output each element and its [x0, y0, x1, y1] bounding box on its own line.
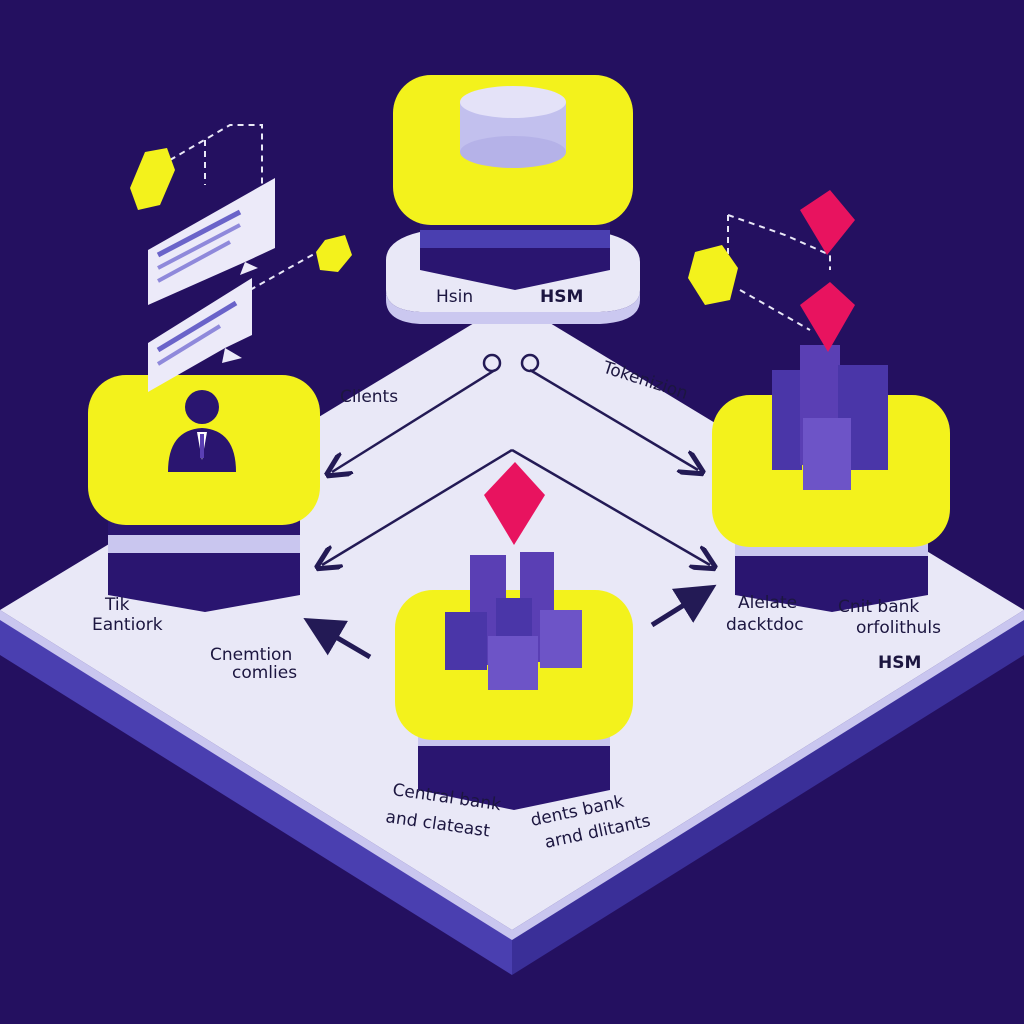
- pink-diamond-pin-icon: [484, 190, 855, 545]
- hex-marker-3: [688, 245, 738, 305]
- document-card-icon: [148, 178, 275, 392]
- arrow-center-to-left: [322, 448, 513, 565]
- label-clients: Clients: [340, 387, 398, 407]
- label-mid-right-1: Alelate: [738, 593, 797, 613]
- pin-1: [800, 190, 855, 255]
- label-mid-left-1: Cnemtion: [210, 645, 292, 665]
- hexagon-marker-icon: [130, 148, 738, 305]
- card-bottom: [148, 278, 252, 392]
- pin-3: [484, 462, 545, 545]
- left-node-band: [108, 535, 300, 553]
- pin-2: [800, 282, 855, 352]
- person-icon: [168, 390, 236, 472]
- label-top-left: Hsin: [436, 287, 473, 307]
- platform-side-right: [512, 610, 1024, 975]
- right-node: [712, 345, 950, 612]
- arrow-to-mid-left: [303, 617, 372, 660]
- hex-marker-2: [316, 235, 352, 272]
- diagram-labels: Hsin HSM Clients Tokenizion Tik Eantiork…: [92, 287, 941, 853]
- arrow-loops: [482, 353, 540, 373]
- platform-side-left: [0, 610, 512, 975]
- top-node-band: [420, 230, 610, 248]
- top-node: [393, 75, 633, 290]
- label-left-1: Tik: [104, 595, 130, 615]
- label-right-1: Cnit bank: [838, 597, 919, 617]
- arrow-top-to-left: [332, 368, 496, 472]
- card-top: [148, 178, 275, 305]
- flow-arrows: [303, 368, 717, 660]
- label-right-3: HSM: [878, 653, 921, 673]
- arrow-to-mid-right: [650, 584, 717, 628]
- building-blocks-icon: [445, 552, 582, 690]
- hex-marker-1: [130, 148, 175, 210]
- label-top-right: HSM: [540, 287, 583, 307]
- database-icon: [460, 86, 566, 168]
- label-left-2: Eantiork: [92, 615, 163, 635]
- label-right-2: orfolithuls: [856, 618, 941, 638]
- left-node: [88, 375, 320, 612]
- label-mid-left-2: comlies: [232, 663, 297, 683]
- label-mid-right-2: dacktdoc: [726, 615, 804, 635]
- arrow-top-to-right: [529, 368, 698, 470]
- building-blocks-icon: [772, 345, 888, 490]
- arrow-center-to-right: [511, 448, 710, 565]
- center-node: [395, 552, 633, 810]
